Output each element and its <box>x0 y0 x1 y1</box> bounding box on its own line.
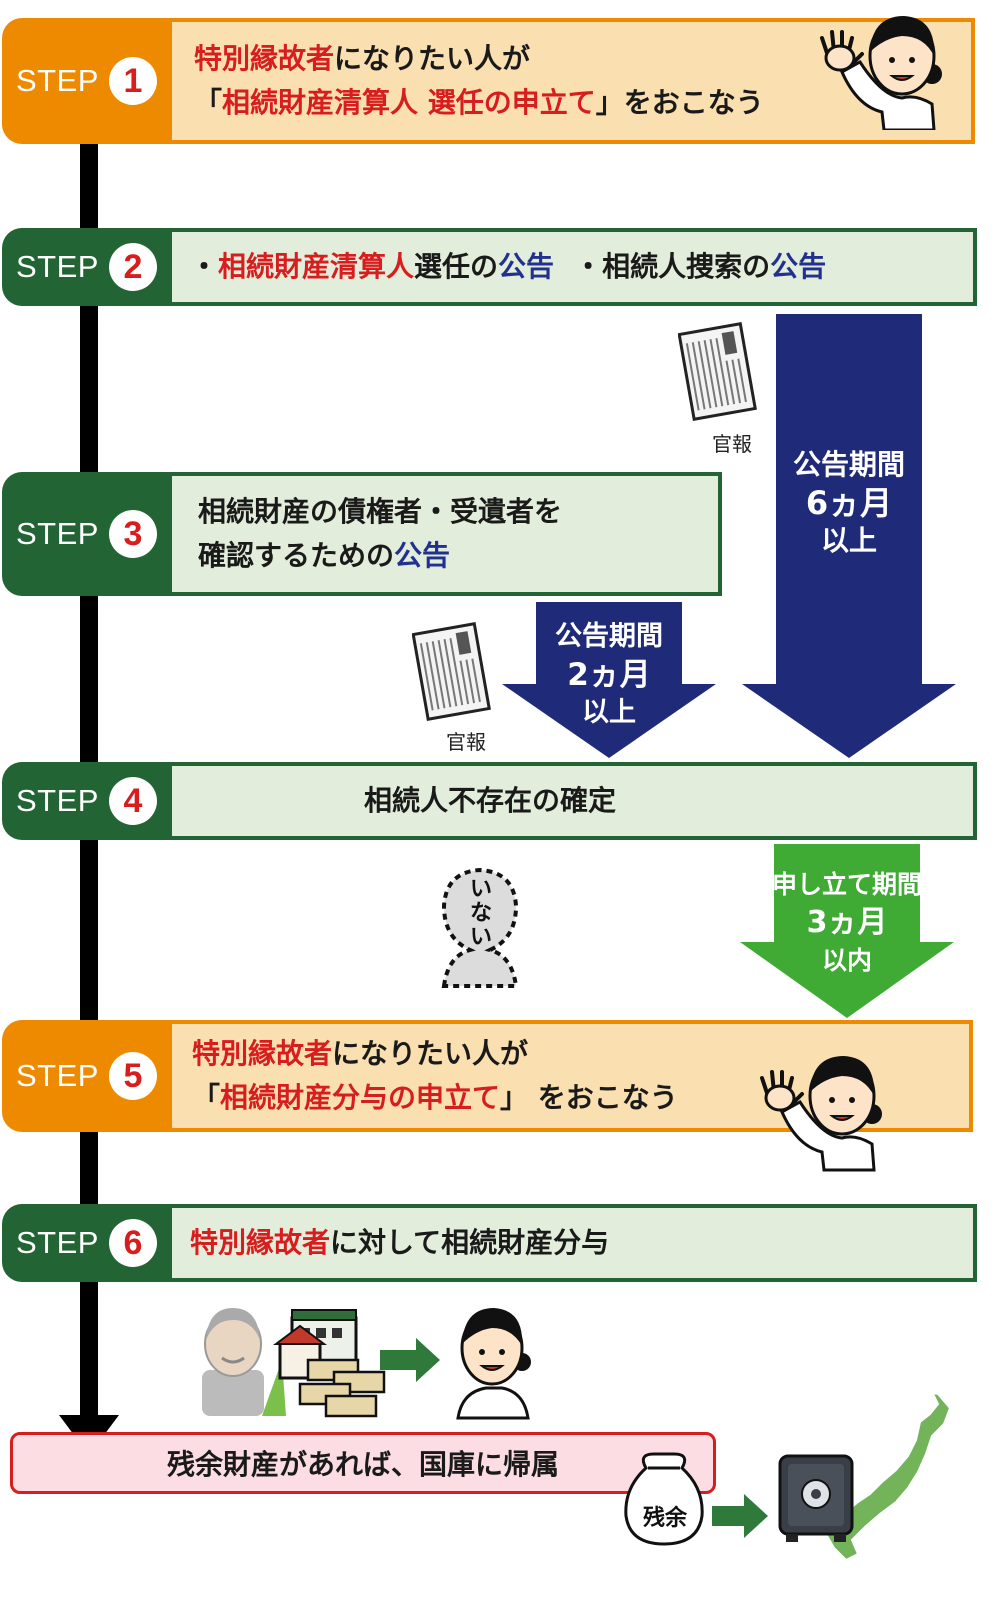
step-4: STEP 4 相続人不存在の確定 <box>2 762 977 840</box>
step-1-highlight: 特別縁故者 <box>194 42 335 75</box>
period-qualifier: 以内 <box>821 946 872 975</box>
final-result-box: 残余財産があれば、国庫に帰属 <box>10 1432 716 1494</box>
step-1-highlight-2: 相続財産清算人 選任の申立て <box>222 86 596 119</box>
absent-person-icon <box>441 867 519 988</box>
step-label: STEP <box>16 516 99 551</box>
period-title: 公告期間 <box>792 448 905 481</box>
step-4-text: 相続人不存在の確定 <box>364 784 617 817</box>
six-month-label: 公告期間 6ヵ月 以上 <box>776 446 922 560</box>
period-duration: 6ヵ月 <box>805 484 893 522</box>
step-label: STEP <box>16 63 99 98</box>
bracket-open: 「 <box>194 86 223 119</box>
waving-person-icon <box>760 1056 882 1172</box>
gazette-label: 官報 <box>712 432 752 456</box>
step-2-highlight: 相続財産清算人 <box>218 250 415 283</box>
step-3-panel: 相続財産の債権者・受遺者を 確認するための公告 <box>172 472 722 596</box>
step-4-badge: STEP 4 <box>2 762 172 840</box>
period-qualifier: 以上 <box>582 697 636 728</box>
estate-transfer-illustration <box>202 1308 531 1420</box>
step-5-highlight-2: 相続財産分与の申立て <box>220 1081 501 1114</box>
step-6-panel: 特別縁故者に対して相続財産分与 <box>172 1204 977 1282</box>
transfer-arrow <box>380 1338 440 1382</box>
step-5-text: になりたい人が <box>332 1037 529 1070</box>
step-label: STEP <box>16 783 99 818</box>
waving-person-icon <box>820 16 942 130</box>
three-month-label: 申し立て期間 3ヵ月 以内 <box>768 866 926 980</box>
two-month-label: 公告期間 2ヵ月 以上 <box>536 618 682 732</box>
step-3: STEP 3 相続財産の債権者・受遺者を 確認するための公告 <box>2 472 722 596</box>
period-title: 申し立て期間 <box>771 870 922 899</box>
announcement-highlight: 公告 <box>498 250 555 283</box>
period-qualifier: 以上 <box>820 524 877 557</box>
three-month-period-arrow <box>740 844 954 1018</box>
step-label: STEP <box>16 249 99 284</box>
state-treasury-illustration <box>624 1387 952 1562</box>
step-3-badge: STEP 3 <box>2 472 172 596</box>
gazette-label: 官報 <box>446 730 486 754</box>
step-label: STEP <box>16 1225 99 1260</box>
step-5-highlight: 特別縁故者 <box>192 1037 333 1070</box>
step-5-badge: STEP 5 <box>2 1020 172 1132</box>
step-2: STEP 2 ・相続財産清算人選任の公告・相続人捜索の公告 <box>2 228 977 306</box>
step-number: 1 <box>108 57 157 105</box>
bracket-open: 「 <box>192 1081 221 1114</box>
step-3-text-2: 確認するための <box>198 539 395 572</box>
transfer-arrow <box>712 1494 768 1538</box>
gazette-newspaper-icon <box>678 322 757 421</box>
period-title: 公告期間 <box>555 621 663 652</box>
absent-label: いない <box>469 877 492 950</box>
step-1-text-2: 」をおこなう <box>595 86 764 119</box>
period-duration: 2ヵ月 <box>567 657 651 693</box>
money-bag-label: 残余 <box>642 1506 687 1531</box>
money-bag-icon <box>624 1452 704 1546</box>
announcement-highlight: 公告 <box>394 539 451 572</box>
step-6: STEP 6 特別縁故者に対して相続財産分与 <box>2 1204 977 1282</box>
step-2-text: 選任の <box>414 250 499 283</box>
two-month-period-arrow <box>502 602 716 758</box>
step-number: 4 <box>108 777 157 825</box>
step-3-text: 相続財産の債権者・受遺者を <box>198 495 563 528</box>
step-4-panel: 相続人不存在の確定 <box>172 762 977 840</box>
step-1-badge: STEP 1 <box>2 18 172 144</box>
step-6-badge: STEP 6 <box>2 1204 172 1282</box>
step-2-badge: STEP 2 <box>2 228 172 306</box>
recipient-person-icon <box>456 1308 531 1420</box>
step-label: STEP <box>16 1058 99 1093</box>
bullet: ・ <box>190 250 219 283</box>
step-2-text-2: ・相続人捜索の <box>574 250 771 283</box>
gazette-newspaper-icon <box>412 622 491 721</box>
period-duration: 3ヵ月 <box>806 905 888 940</box>
cash-bundles-icon <box>298 1358 386 1418</box>
step-number: 2 <box>108 243 157 291</box>
safe-icon <box>778 1454 854 1542</box>
step-2-panel: ・相続財産清算人選任の公告・相続人捜索の公告 <box>172 228 977 306</box>
six-month-period-arrow <box>742 314 956 758</box>
step-6-highlight: 特別縁故者 <box>190 1226 331 1259</box>
final-result-text: 残余財産があれば、国庫に帰属 <box>166 1448 559 1481</box>
step-5-text-2: 」 をおこなう <box>500 1081 678 1114</box>
step-1-text: になりたい人が <box>334 42 531 75</box>
step-number: 6 <box>108 1219 157 1267</box>
japan-map-icon <box>824 1387 952 1562</box>
deceased-person-icon <box>202 1308 264 1416</box>
step-number: 5 <box>108 1052 157 1100</box>
step-number: 3 <box>108 510 157 558</box>
step-6-text: に対して相続財産分与 <box>330 1226 610 1259</box>
announcement-highlight-2: 公告 <box>770 250 827 283</box>
